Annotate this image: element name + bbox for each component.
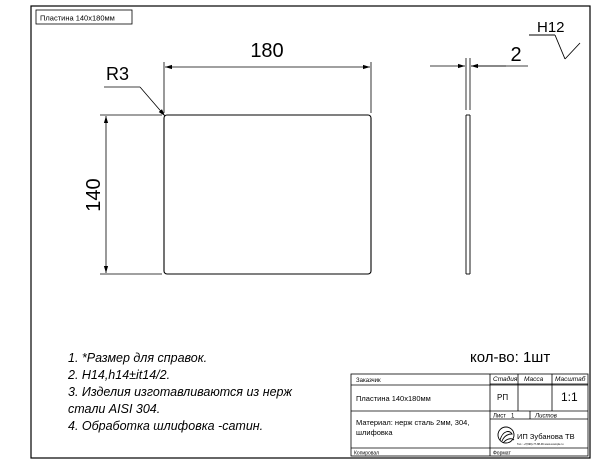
plate-outline <box>163 114 372 275</box>
note-line: 1. *Размер для справок. <box>68 351 207 365</box>
height-dimension-label: 140 <box>83 178 105 211</box>
width-dimension <box>163 62 372 113</box>
customer-label: Заказчик <box>356 378 381 384</box>
notes: 1. *Размер для справок. 2. H14,h14±it14/… <box>67 351 293 433</box>
roughness-check-icon <box>529 34 581 60</box>
title-block <box>350 373 589 457</box>
quantity-label: кол-во: 1шт <box>470 349 550 366</box>
radius-label: R3 <box>106 64 129 84</box>
copied-label: Копировал <box>354 451 379 457</box>
title-box-text: Пластина 140x180мм <box>40 14 115 23</box>
radius-leader <box>104 86 166 117</box>
roughness-label: H12 <box>537 19 565 36</box>
note-line: 3. Изделия изготавливаются из нерж <box>68 385 293 399</box>
note-line: 2. H14,h14±it14/2. <box>67 368 170 382</box>
width-dimension-label: 180 <box>250 40 283 62</box>
plate-side-view <box>465 114 471 275</box>
stage-label: Стадия <box>493 375 518 383</box>
mass-label: Масса <box>524 376 544 383</box>
scale-label: Масштаб <box>555 375 586 383</box>
sheets-label: Листов <box>534 414 557 420</box>
height-dimension <box>100 114 162 275</box>
part-name: Пластина 140x180мм <box>356 394 431 403</box>
thickness-dimension <box>430 58 528 110</box>
drawing-frame <box>30 5 591 459</box>
company-contact: Тел.: +7(999)-77-88-99 www.example.ru <box>517 442 564 446</box>
company-name: ИП Зубанова ТВ <box>517 432 575 441</box>
title-box <box>35 9 133 25</box>
note-line: 4. Обработка шлифовка -сатин. <box>68 419 263 433</box>
company-logo-icon <box>497 426 515 444</box>
format-label: Формат <box>493 451 511 457</box>
note-line: стали AISI 304. <box>68 402 160 416</box>
stage-value: РП <box>497 393 508 402</box>
scale-value: 1:1 <box>561 390 578 404</box>
material-line: Материал: нерж сталь 2мм, 304, <box>356 418 469 427</box>
sheet-value: 1 <box>511 414 515 420</box>
material-line: шлифовка <box>356 428 393 437</box>
thickness-dimension-label: 2 <box>510 44 521 66</box>
sheet-label: Лист <box>493 414 506 420</box>
